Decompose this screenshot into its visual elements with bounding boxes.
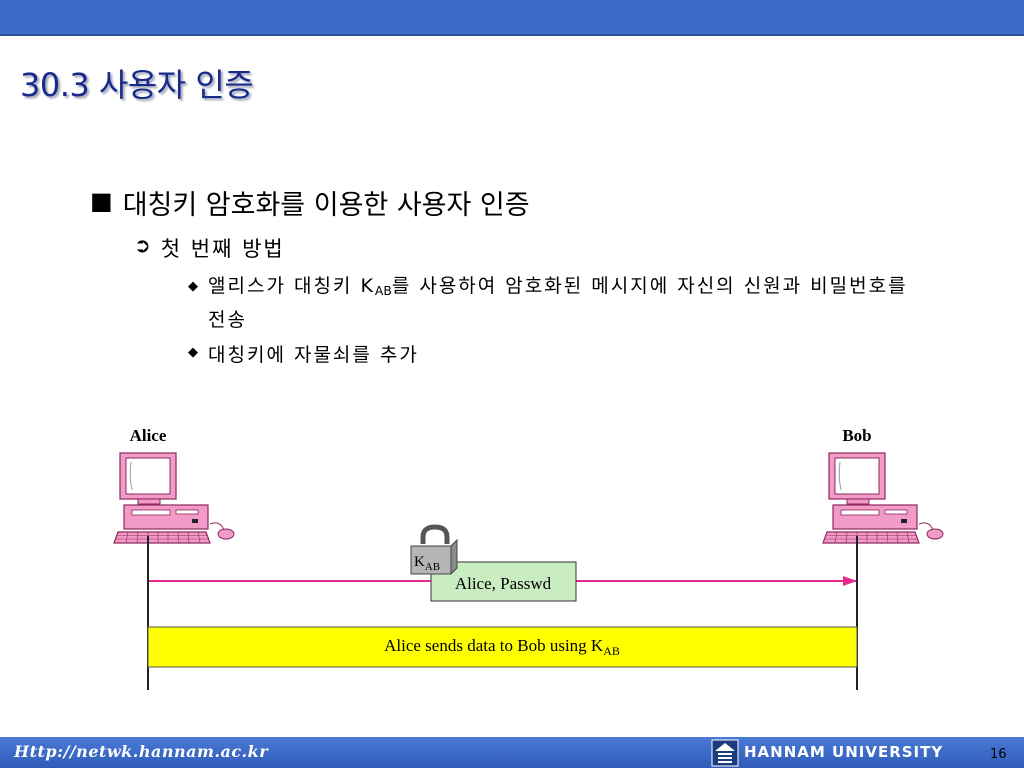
bullet-level3-second-text: 대칭키에 자물쇠를 추가 bbox=[208, 344, 419, 366]
bullet-level3-first-text: 앨리스가 대칭키 KAB를 사용하여 암호화된 메시지에 자신의 신원과 비밀번… bbox=[208, 272, 928, 335]
footer-url-link[interactable]: Http://netwk.hannam.ac.kr bbox=[14, 742, 269, 761]
footer-university: HANNAM UNIVERSITY bbox=[744, 743, 944, 761]
padlock-icon: KAB bbox=[410, 524, 458, 575]
lock-key-label: KAB bbox=[414, 554, 440, 573]
alice-computer-icon bbox=[113, 452, 235, 544]
circled-arrow-icon: ➲ bbox=[134, 233, 151, 257]
band-text: Alice sends data to Bob using KAB bbox=[384, 636, 620, 658]
page-number: 16 bbox=[990, 747, 1007, 762]
diamond-bullet-icon: ◆ bbox=[188, 345, 198, 360]
bob-computer-icon bbox=[822, 452, 944, 544]
bullet-text-part: 앨리스가 대칭키 K bbox=[208, 275, 375, 297]
yellow-band bbox=[147, 626, 858, 668]
bullet-level1: ■ 대칭키 암호화를 이용한 사용자 인증 bbox=[90, 183, 530, 222]
bullet-level2-text: 첫 번째 방법 bbox=[160, 237, 285, 261]
bullet-level2: ➲ 첫 번째 방법 bbox=[134, 233, 285, 263]
alice-label: Alice bbox=[130, 426, 167, 445]
bullet-level3-first: ◆ 앨리스가 대칭키 KAB를 사용하여 암호화된 메시지에 자신의 신원과 비… bbox=[188, 272, 928, 335]
slide-title: 30.3 사용자 인증 bbox=[20, 66, 254, 104]
key-subscript: AB bbox=[374, 284, 392, 298]
bullet-level1-text: 대칭키 암호화를 이용한 사용자 인증 bbox=[122, 190, 530, 221]
bob-label: Bob bbox=[842, 426, 871, 445]
square-bullet-icon: ■ bbox=[90, 187, 113, 215]
hannam-logo-icon bbox=[711, 739, 739, 767]
top-bar bbox=[0, 0, 1024, 36]
bullet-level3-second: ◆ 대칭키에 자물쇠를 추가 bbox=[188, 340, 419, 367]
footer-bar bbox=[0, 737, 1024, 768]
bullet-text-part: 를 사용하여 암호화된 메시지에 자신의 신원과 비밀번호를 전송 bbox=[208, 275, 908, 331]
diamond-bullet-icon: ◆ bbox=[188, 279, 198, 294]
message-text: Alice, Passwd bbox=[455, 574, 552, 593]
